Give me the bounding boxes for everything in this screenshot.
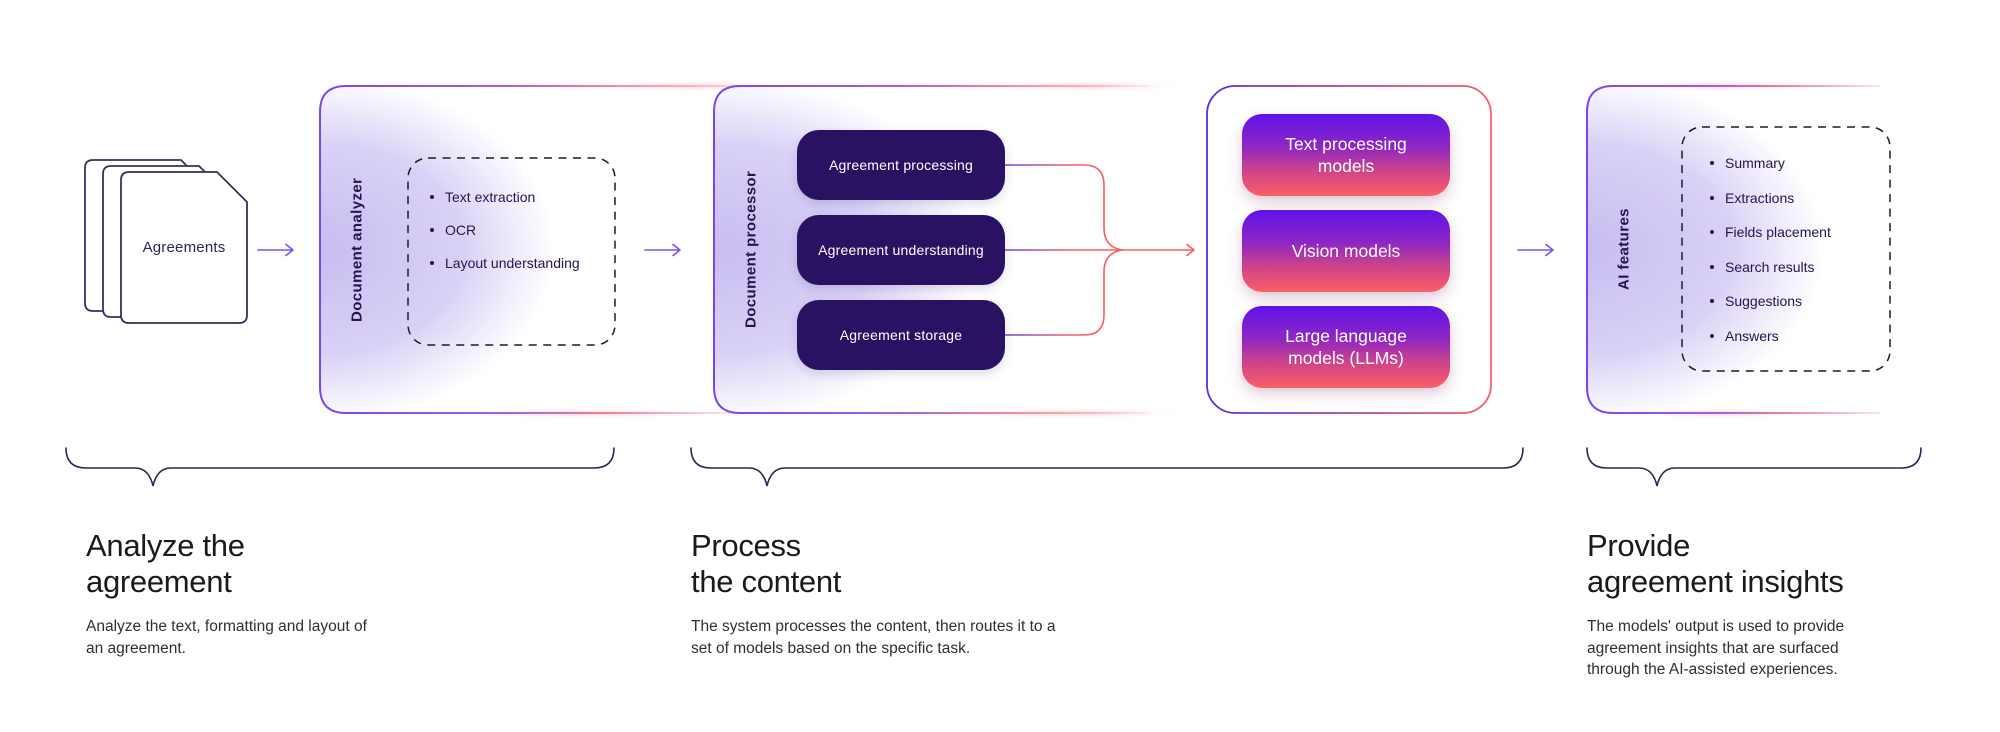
list-item: Suggestions <box>1710 284 1831 319</box>
connector-line <box>1004 164 1123 251</box>
ai-features-panel <box>1587 86 1900 413</box>
connector-arrow <box>1004 243 1195 257</box>
brace-provide <box>1586 447 1922 487</box>
section-description: The system processes the content, then r… <box>691 618 1056 657</box>
brace-analyze <box>65 447 615 487</box>
analyzer-panel-label: Document analyzer <box>348 177 366 322</box>
brace-process <box>690 447 1524 487</box>
stage-agreement-understanding: Agreement understanding <box>797 215 1005 285</box>
arrow-icon <box>644 243 681 257</box>
bullet-icon <box>1710 264 1714 269</box>
arrow-icon <box>257 243 294 257</box>
list-item: Fields placement <box>1710 215 1831 250</box>
list-item-label: Summary <box>1725 155 1785 172</box>
list-item: OCR <box>430 213 580 246</box>
agreements-label: Agreements <box>142 239 226 256</box>
section-title: Provide <box>1587 528 1691 563</box>
list-item-label: Answers <box>1725 327 1779 344</box>
list-item-label: Suggestions <box>1725 293 1803 310</box>
list-item: Summary <box>1710 146 1831 181</box>
connector-line <box>1004 249 1123 336</box>
model-vision: Vision models <box>1242 210 1450 292</box>
document-analyzer-panel <box>320 86 630 413</box>
list-item-label: Layout understanding <box>445 254 580 271</box>
section-title: the content <box>691 564 842 599</box>
list-item-label: Search results <box>1725 258 1815 275</box>
processor-panel-border <box>713 85 1151 414</box>
documents-stack-icon <box>84 159 248 324</box>
section-analyze: Analyze the agreement Analyze the text, … <box>86 528 367 659</box>
list-item: Text extraction <box>430 180 580 213</box>
section-title: Process <box>691 528 801 563</box>
stage-agreement-storage: Agreement storage <box>797 300 1005 370</box>
section-description: Analyze the text, formatting and layout … <box>86 618 367 657</box>
list-item-label: Fields placement <box>1725 224 1831 241</box>
list-item: Extractions <box>1710 181 1831 216</box>
analyzer-item-list: Text extraction OCR Layout understanding <box>430 180 580 279</box>
bullet-icon <box>1710 161 1714 166</box>
model-text-processing: Text processing models <box>1242 114 1450 196</box>
arrow-icon <box>1517 243 1554 257</box>
bullet-icon <box>1710 299 1714 304</box>
list-item: Layout understanding <box>430 246 580 279</box>
section-title: Analyze the <box>86 528 245 563</box>
list-item-label: Text extraction <box>445 188 536 205</box>
bullet-icon <box>430 260 434 265</box>
section-description: The models' output is used to provide ag… <box>1587 618 1845 678</box>
section-title: agreement <box>86 564 232 599</box>
bullet-icon <box>1710 333 1714 338</box>
features-panel-border <box>1586 85 1881 414</box>
section-process: Process the content The system processes… <box>691 528 1055 659</box>
model-llm: Large language models (LLMs) <box>1242 306 1450 388</box>
list-item-label: Extractions <box>1725 189 1795 206</box>
list-item-label: OCR <box>445 221 477 238</box>
list-item: Answers <box>1710 319 1831 354</box>
stage-agreement-processing: Agreement processing <box>797 130 1005 200</box>
processor-panel-label: Document processor <box>742 170 760 329</box>
features-item-list: Summary Extractions Fields placement Sea… <box>1710 146 1831 353</box>
bullet-icon <box>1710 195 1714 200</box>
bullet-icon <box>430 194 434 199</box>
analyzer-panel-border <box>319 85 757 414</box>
bullet-icon <box>430 227 434 232</box>
section-title: agreement insights <box>1587 564 1844 599</box>
list-item: Search results <box>1710 250 1831 285</box>
bullet-icon <box>1710 230 1714 235</box>
features-panel-label: AI features <box>1615 208 1633 291</box>
section-provide: Provide agreement insights The models' o… <box>1587 528 1844 681</box>
